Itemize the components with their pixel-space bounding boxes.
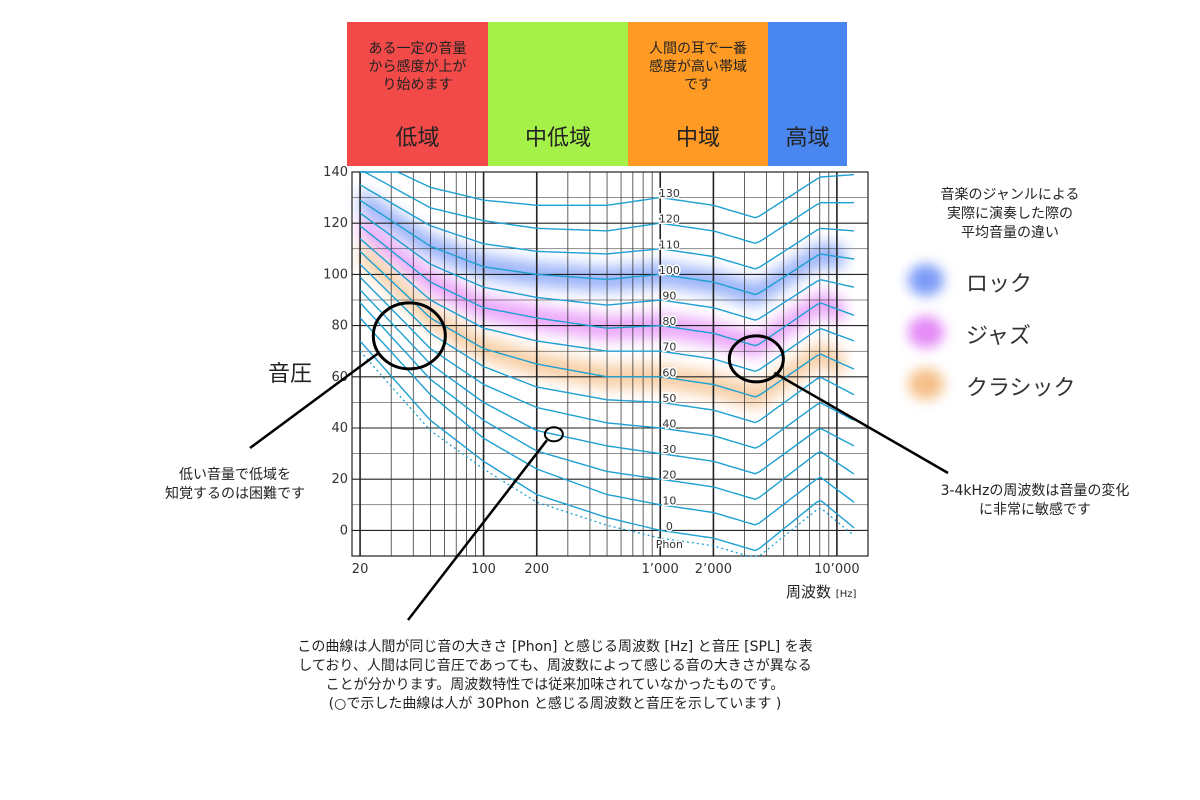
phon-label-90: 90 xyxy=(662,289,676,302)
phon-label-30: 30 xyxy=(662,443,676,456)
phon-curve-130 xyxy=(360,171,855,219)
phon-curve-100 xyxy=(359,199,855,296)
legend-title: 音楽のジャンルによる 実際に演奏した際の 平均音量の違い xyxy=(940,187,1080,241)
y-tick-label: 0 xyxy=(340,523,348,538)
band-mid-note: 人間の耳で一番 感度が高い帯域 です xyxy=(649,41,747,93)
phon-curve-10 xyxy=(359,317,855,526)
phon-curves xyxy=(359,171,855,557)
phon-curve-110 xyxy=(359,184,855,270)
band-mid: 人間の耳で一番 感度が高い帯域 です 中域 xyxy=(628,22,768,166)
phon30-leader-line xyxy=(407,439,548,621)
phon-label-10: 10 xyxy=(662,494,676,507)
legend-swatch-rock xyxy=(908,264,944,296)
y-tick-label: 60 xyxy=(331,370,348,385)
band-high-name: 高域 xyxy=(785,126,830,151)
legend-label-rock: ロック xyxy=(966,272,1033,297)
band-mid-low-name: 中低域 xyxy=(524,126,591,151)
legend-item-classic: クラシック xyxy=(900,364,1120,404)
phon-curve-40 xyxy=(359,276,855,449)
genre-volume-bands xyxy=(360,188,845,409)
phon-label-60: 60 xyxy=(662,366,676,379)
phon-label-70: 70 xyxy=(662,341,676,354)
phon-curve-50 xyxy=(359,263,855,424)
x-axis-title: 周波数 [Hz] xyxy=(786,581,856,602)
band-low-name: 低域 xyxy=(395,126,440,151)
legend-label-jazz: ジャズ xyxy=(966,324,1031,349)
x-axis-title-text: 周波数 xyxy=(786,583,832,601)
x-tick-label: 10’000 xyxy=(814,562,860,577)
annotation-curve-explanation: この曲線は人間が同じ音の大きさ [Phon] と感じる周波数 [Hz] と音圧 … xyxy=(297,639,813,712)
y-tick-label: 140 xyxy=(323,165,348,180)
genre-band-2 xyxy=(360,239,845,409)
phon-label-50: 50 xyxy=(662,392,676,405)
phon-label-110: 110 xyxy=(659,238,680,251)
band-mid-low: 中低域 xyxy=(488,22,628,166)
x-axis-unit: [Hz] xyxy=(835,589,857,600)
phon-curve-0 xyxy=(359,340,855,552)
x-tick-label: 200 xyxy=(524,562,549,577)
phon-label-20: 20 xyxy=(662,469,676,482)
low-band-circle xyxy=(371,301,447,371)
phon-curve-90 xyxy=(359,212,855,321)
y-tick-label: 40 xyxy=(331,421,348,436)
band-high: 高域 xyxy=(768,22,847,166)
mid-band-circle xyxy=(727,334,785,384)
y-tick-label: 120 xyxy=(323,216,348,231)
phon-label-100: 100 xyxy=(659,264,680,277)
mid-band-leader-line xyxy=(773,371,949,475)
phon30-circle xyxy=(543,426,564,443)
legend-item-jazz: ジャズ xyxy=(900,312,1120,352)
x-tick-label: 2’000 xyxy=(695,562,732,577)
annotation-low-frequency: 低い音量で低域を 知覚するのは困難です xyxy=(165,467,305,502)
genre-band-0 xyxy=(360,188,845,307)
annotation-shapes xyxy=(249,301,949,621)
hearing-threshold-curve xyxy=(359,350,855,557)
y-tick-label: 80 xyxy=(331,319,348,334)
legend-item-rock: ロック xyxy=(900,260,1120,300)
band-low: ある一定の音量 から感度が上が り始めます 低域 xyxy=(347,22,488,166)
phon-curve-120 xyxy=(360,171,854,245)
phon-label-130: 130 xyxy=(659,187,680,200)
phon-curve-70 xyxy=(359,238,855,373)
band-low-note: ある一定の音量 から感度が上が り始めます xyxy=(368,41,467,93)
phon-label-120: 120 xyxy=(659,213,680,226)
x-tick-label: 1’000 xyxy=(642,562,679,577)
phon-curve-20 xyxy=(359,302,855,501)
legend-label-classic: クラシック xyxy=(966,376,1076,401)
y-tick-label: 20 xyxy=(331,472,348,487)
legend-swatch-jazz xyxy=(908,316,944,348)
y-tick-label: 100 xyxy=(323,267,348,282)
phon-unit-label: Phon xyxy=(656,538,683,551)
legend-swatch-classic xyxy=(908,368,944,400)
band-mid-name: 中域 xyxy=(675,126,720,151)
low-band-leader-line xyxy=(249,352,379,450)
x-tick-label: 20 xyxy=(352,562,369,577)
phon-label-0: 0 xyxy=(666,520,673,533)
genre-band-1 xyxy=(360,213,845,358)
phon-label-40: 40 xyxy=(662,417,676,430)
y-axis-title: 音圧 xyxy=(268,362,313,387)
phon-curve-30 xyxy=(359,289,855,475)
phon-curve-80 xyxy=(359,225,855,347)
x-tick-label: 100 xyxy=(471,562,496,577)
annotation-3-4khz: 3-4kHzの周波数は音量の変化 に非常に敏感です xyxy=(940,483,1130,518)
phon-label-80: 80 xyxy=(662,315,676,328)
